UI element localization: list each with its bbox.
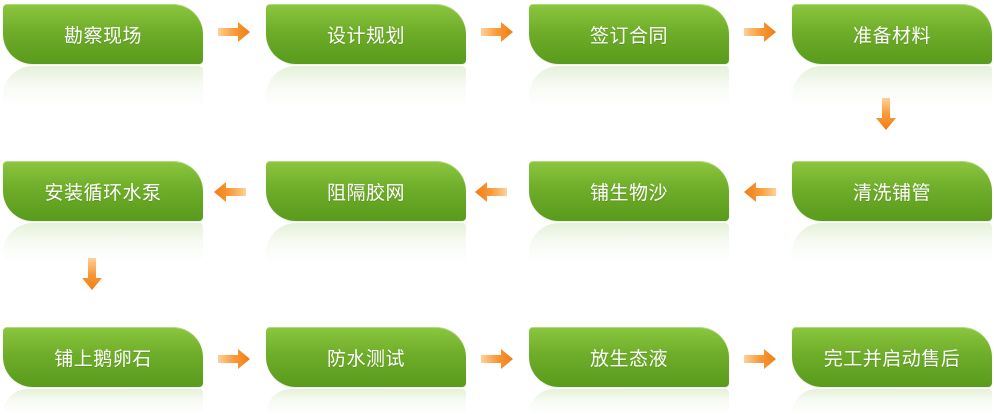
step-label: 防水测试	[326, 347, 405, 370]
step-box-7: 阻隔胶网	[266, 161, 466, 221]
step-reflection	[3, 66, 203, 106]
step-label: 签订合同	[589, 24, 668, 47]
step-reflection	[3, 223, 203, 263]
arrow-right-icon	[744, 22, 776, 42]
step-reflection	[529, 389, 729, 414]
arrow-right-icon	[744, 349, 776, 369]
arrow-left-icon	[214, 182, 246, 202]
step-reflection	[792, 389, 992, 414]
step-box-9: 铺上鹅卵石	[3, 327, 203, 387]
step-box-4: 准备材料	[792, 4, 992, 64]
arrow-right-icon	[481, 349, 513, 369]
step-reflection	[266, 66, 466, 106]
step-reflection	[3, 389, 203, 414]
step-box-8: 安装循环水泵	[3, 161, 203, 221]
step-label: 设计规划	[326, 24, 405, 47]
arrow-left-icon	[475, 182, 507, 202]
arrow-down-icon	[82, 258, 102, 290]
step-label: 清洗铺管	[852, 181, 931, 204]
step-box-12: 完工并启动售后	[792, 327, 992, 387]
step-label: 安装循环水泵	[44, 181, 162, 204]
step-box-2: 设计规划	[266, 4, 466, 64]
step-reflection	[266, 223, 466, 263]
step-reflection	[266, 389, 466, 414]
step-label: 完工并启动售后	[823, 347, 961, 370]
step-box-3: 签订合同	[529, 4, 729, 64]
step-label: 铺上鹅卵石	[54, 347, 152, 370]
arrow-right-icon	[218, 22, 250, 42]
step-label: 阻隔胶网	[326, 181, 405, 204]
arrow-right-icon	[481, 22, 513, 42]
step-reflection	[529, 66, 729, 106]
arrow-right-icon	[218, 349, 250, 369]
arrow-down-icon	[876, 98, 896, 130]
step-box-1: 勘察现场	[3, 4, 203, 64]
step-box-10: 防水测试	[266, 327, 466, 387]
step-box-11: 放生态液	[529, 327, 729, 387]
step-label: 准备材料	[852, 24, 931, 47]
step-label: 铺生物沙	[589, 181, 668, 204]
step-label: 勘察现场	[63, 24, 142, 47]
step-label: 放生态液	[589, 347, 668, 370]
step-reflection	[529, 223, 729, 263]
step-box-5: 清洗铺管	[792, 161, 992, 221]
step-box-6: 铺生物沙	[529, 161, 729, 221]
step-reflection	[792, 223, 992, 263]
arrow-left-icon	[744, 182, 776, 202]
